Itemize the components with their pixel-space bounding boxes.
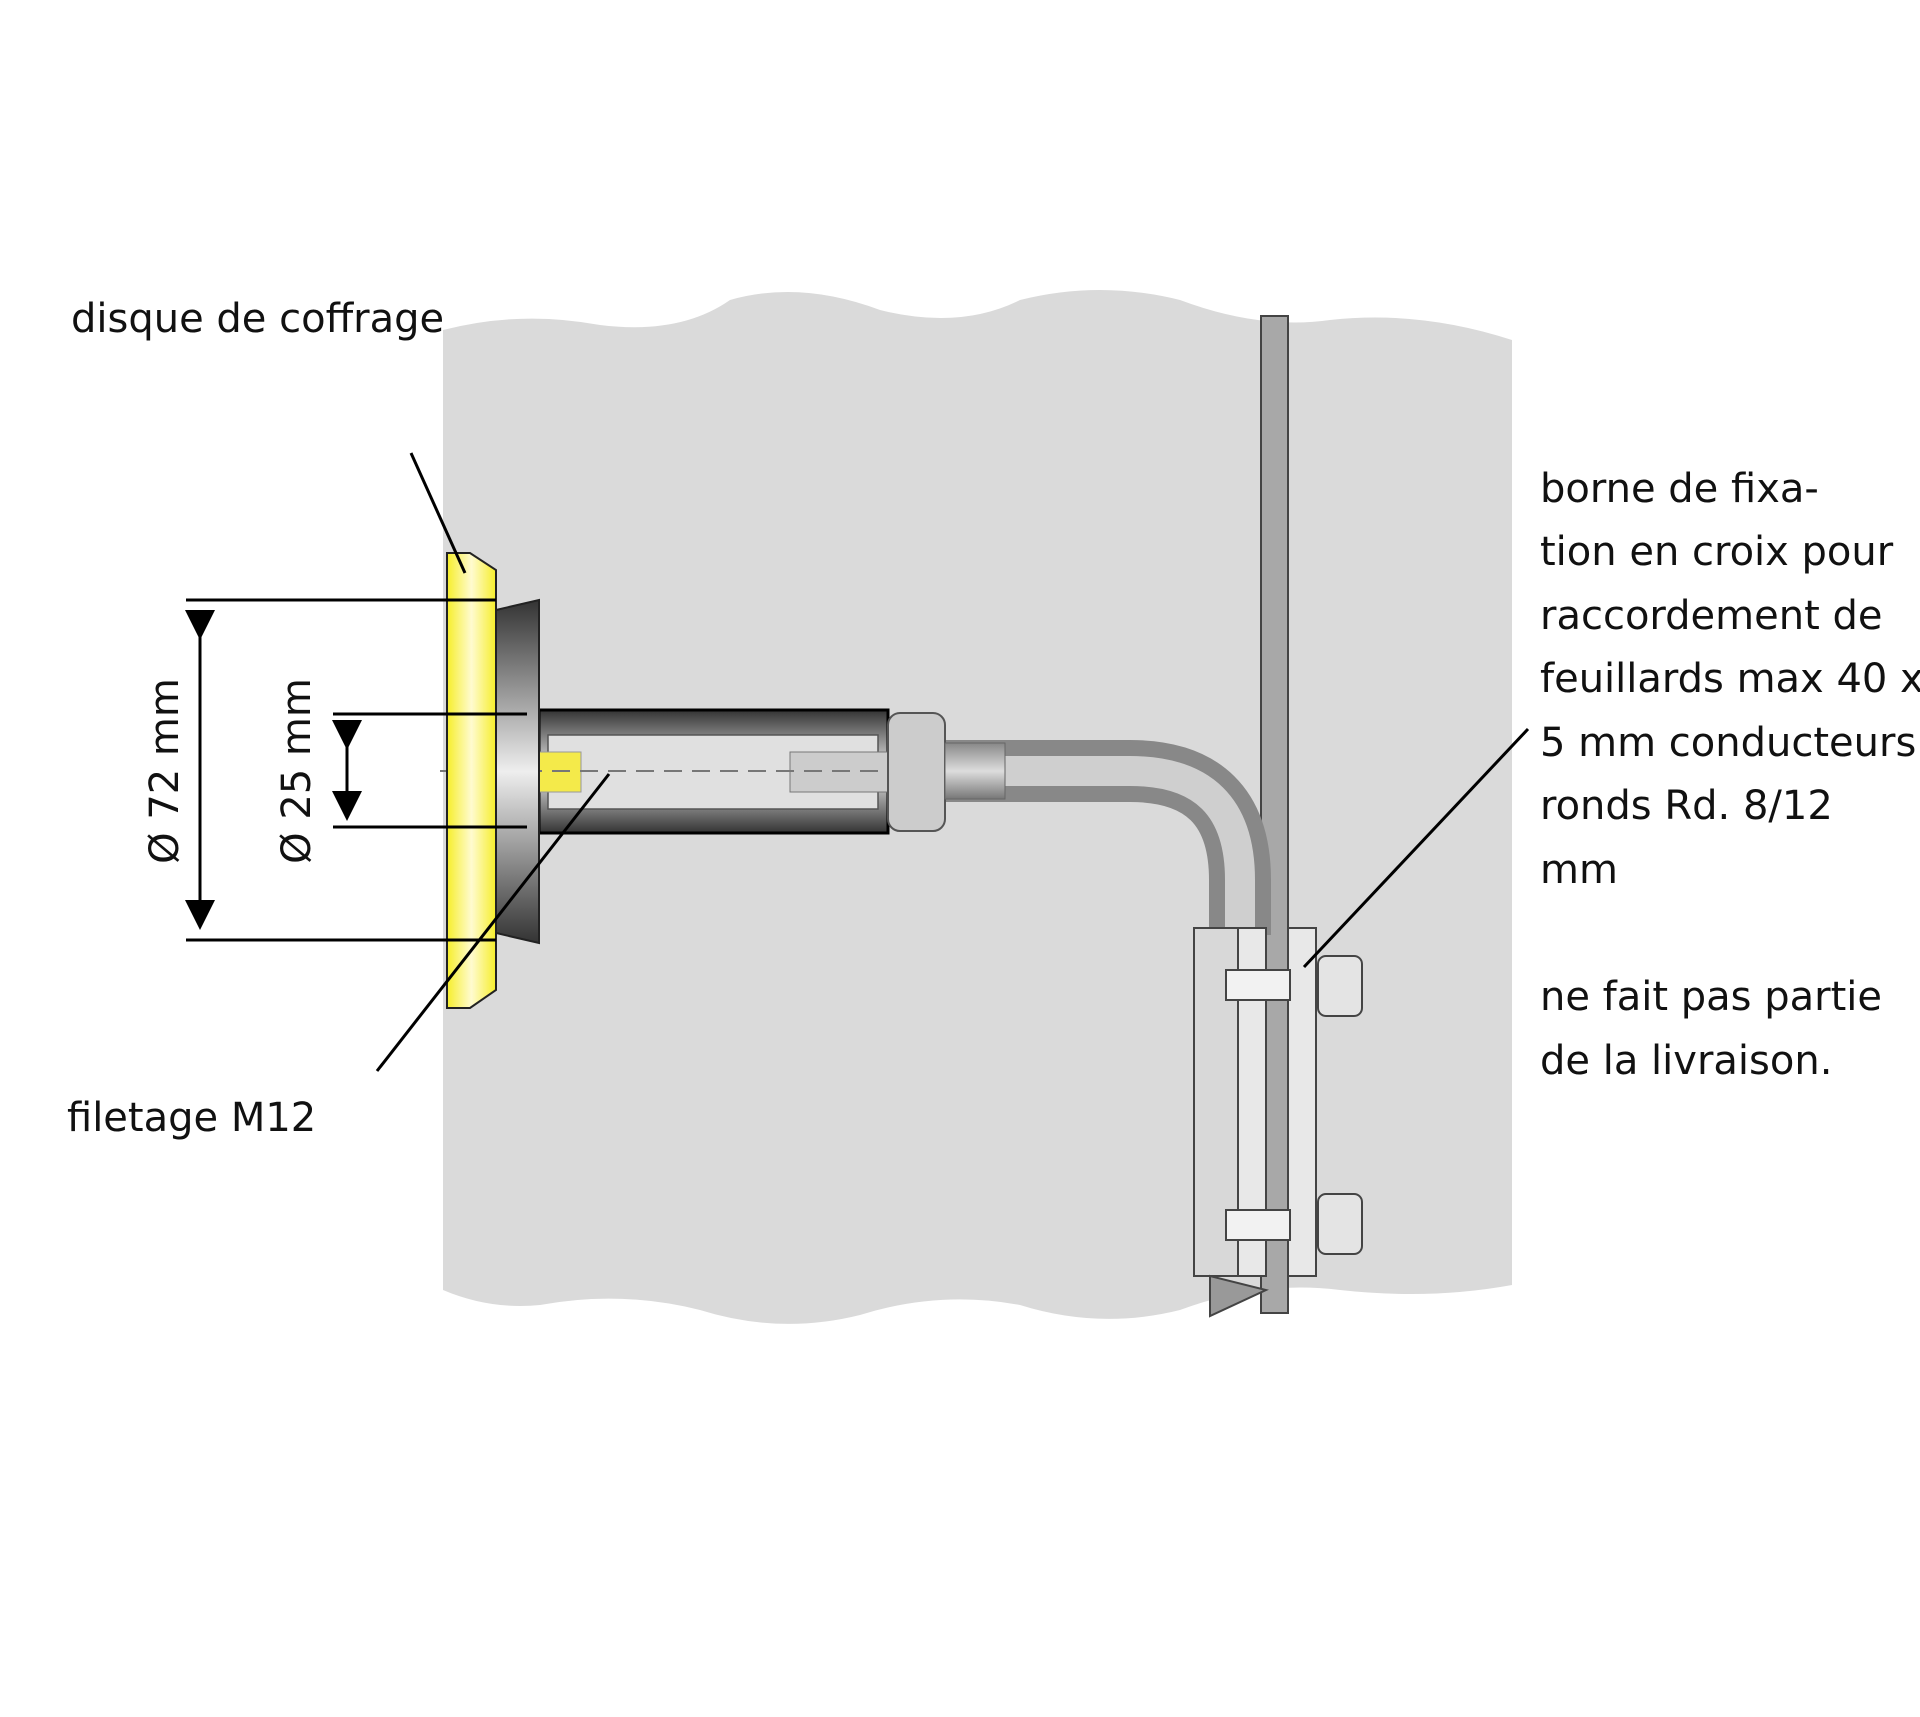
svg-text:raccordement de: raccordement de — [1540, 593, 1882, 639]
cross-clamp — [1193, 927, 1363, 1318]
delivery-note: ne fait pas partie de la livraison. — [1540, 974, 1882, 1084]
svg-text:ronds Rd. 8/12: ronds Rd. 8/12 — [1540, 783, 1833, 829]
bolt — [1317, 1193, 1363, 1255]
svg-text:feuillards max 40 x: feuillards max 40 x — [1540, 656, 1920, 702]
svg-text:mm: mm — [1540, 847, 1618, 893]
svg-text:ne fait pas partie: ne fait pas partie — [1540, 974, 1882, 1020]
leader-lines — [375, 452, 1530, 1072]
svg-text:borne de fixa-: borne de fixa- — [1540, 466, 1819, 512]
svg-text:tion en croix pour: tion en croix pour — [1540, 529, 1894, 575]
dimension-lines — [185, 598, 527, 942]
clamp-description: borne de fixa- tion en croix pour raccor… — [1540, 466, 1920, 893]
svg-text:de la livraison.: de la livraison. — [1540, 1038, 1832, 1084]
label-thread: filetage M12 — [67, 1095, 316, 1141]
formwork-disc — [446, 552, 497, 1009]
label-dim-inner: Ø 25 mm — [274, 678, 320, 864]
label-dim-outer: Ø 72 mm — [142, 678, 188, 864]
bolt — [1317, 955, 1363, 1017]
nut — [887, 712, 946, 832]
svg-text:5 mm conducteurs: 5 mm conducteurs — [1540, 720, 1916, 766]
label-formwork-disc: disque de coffrage — [71, 296, 444, 342]
